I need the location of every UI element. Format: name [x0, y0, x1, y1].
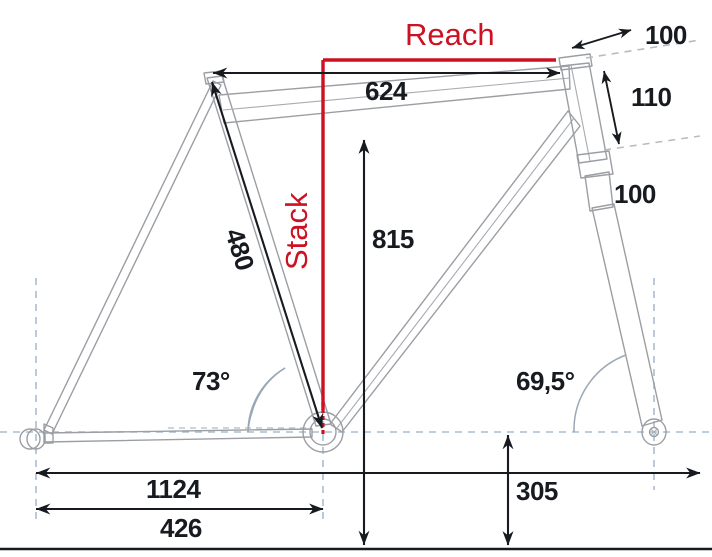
dim-seattube-480 [210, 81, 324, 429]
label-stem-length: 100 [645, 20, 687, 50]
label-fork-offset: 100 [614, 179, 656, 209]
fork [584, 171, 667, 446]
label-head-tube-angle: 69,5° [516, 366, 575, 396]
rear-triangle [19, 80, 313, 450]
down-tube [329, 110, 581, 433]
label-top-tube: 624 [365, 76, 408, 106]
head-tube [558, 53, 614, 179]
label-stack-height: 815 [372, 224, 414, 254]
label-reach: Reach [405, 17, 495, 52]
dim-headtube-110 [601, 70, 622, 145]
label-seat-tube-angle: 73° [192, 366, 230, 396]
label-bb-to-front: 305 [516, 476, 558, 506]
dim-stem-100 [571, 28, 632, 50]
label-stack: Stack [279, 192, 314, 270]
label-head-tube-length: 110 [631, 82, 671, 112]
head-tube-axis-lines [585, 39, 701, 151]
label-seat-tube: 480 [219, 225, 260, 274]
reference-lines [0, 278, 712, 524]
label-wheelbase: 1124 [146, 474, 201, 504]
label-chainstay: 426 [160, 513, 202, 543]
